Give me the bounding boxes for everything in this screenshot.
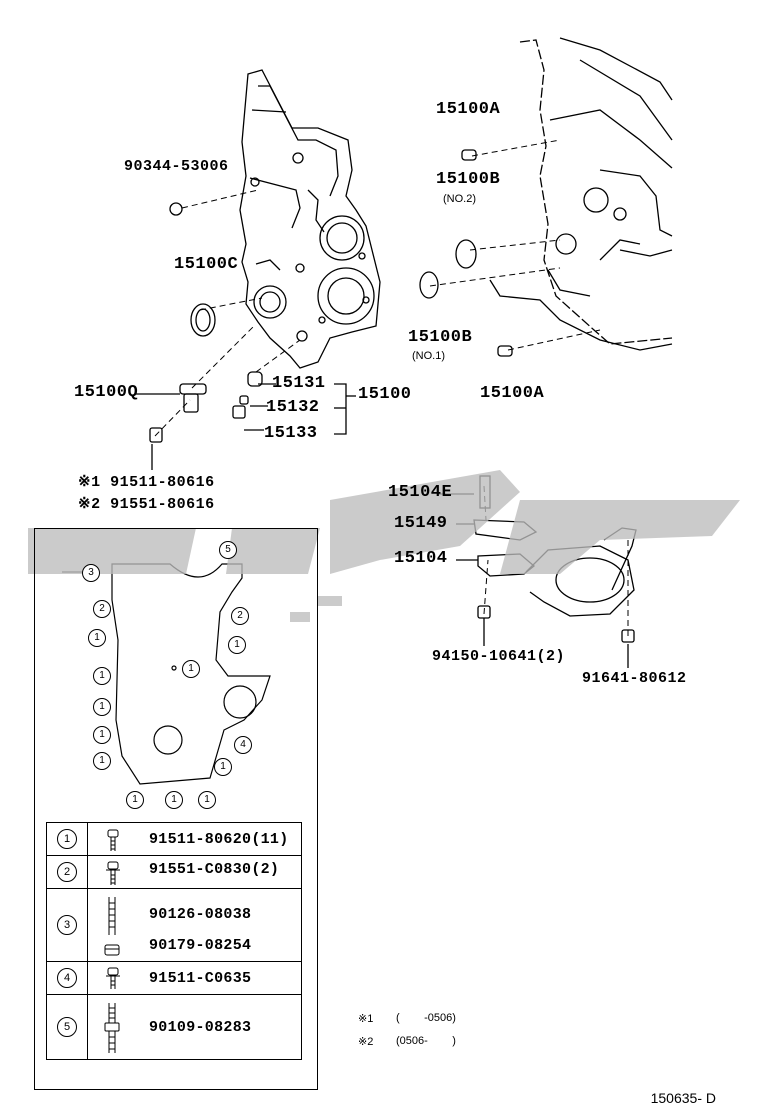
illustration-number: 150635- D	[650, 1090, 716, 1106]
legend-part-3a: 90126-08038	[149, 906, 252, 923]
label-15100b-top: 15100B	[436, 170, 501, 189]
bolt-icon	[106, 967, 120, 989]
label-15132: 15132	[266, 398, 320, 417]
callout-1-j: 1	[165, 791, 183, 809]
bolt-91511	[149, 427, 163, 443]
legend-key-5: 5	[57, 1017, 77, 1037]
label-bolt-1: ※1 91511-80616	[78, 474, 215, 491]
oil-control-valve	[179, 383, 207, 413]
callout-1-f: 1	[93, 726, 111, 744]
label-15100: 15100	[358, 385, 412, 404]
callout-2-right: 2	[231, 607, 249, 625]
stud-nut-icon	[104, 897, 120, 956]
legend-row-1: 1 91511-80620(11)	[46, 822, 302, 856]
cover-bolt-layout	[111, 563, 271, 785]
label-15131: 15131	[272, 374, 326, 393]
engine-block-drawing	[489, 37, 673, 351]
callout-1-d: 1	[93, 667, 111, 685]
label-15100a-bottom: 15100A	[480, 384, 545, 403]
part-15132	[239, 395, 249, 405]
legend-key-2: 2	[57, 862, 77, 882]
legend-row-2: 2 91551-C0830(2)	[46, 855, 302, 889]
plug-90344	[169, 202, 183, 216]
label-15104e: 15104E	[388, 483, 453, 502]
legend-part-3b: 90179-08254	[149, 937, 252, 954]
timing-cover-drawing	[239, 69, 381, 369]
label-bolt-2: ※2 91551-80616	[78, 496, 215, 513]
callout-1-h: 1	[214, 758, 232, 776]
label-91641: 91641-80612	[582, 670, 687, 687]
o-ring-no1	[419, 271, 439, 299]
legend-key-3: 3	[57, 915, 77, 935]
label-15100b-bottom-sub: (NO.1)	[412, 350, 445, 362]
legend-key-1: 1	[57, 829, 77, 849]
legend-part-5: 90109-08283	[149, 1019, 252, 1036]
callout-4: 4	[234, 736, 252, 754]
oil-seal	[190, 303, 216, 337]
watermark-shape	[28, 470, 740, 622]
label-90344: 90344-53006	[124, 158, 229, 175]
dowel-pin-top	[461, 149, 477, 161]
legend-row-3: 3 90126-08038 90179-08254	[46, 888, 302, 962]
dowel-pin-bottom	[497, 345, 513, 357]
part-15133	[232, 405, 246, 419]
note-1-mark: ※1	[358, 1013, 374, 1025]
callout-5: 5	[219, 541, 237, 559]
legend-key-4: 4	[57, 968, 77, 988]
callout-1-g: 1	[93, 752, 111, 770]
legend-row-5: 5 90109-08283	[46, 994, 302, 1060]
label-15100q: 15100Q	[74, 383, 139, 402]
label-15100a-top: 15100A	[436, 100, 501, 119]
callout-1-i: 1	[126, 791, 144, 809]
note-2-text: (0506- )	[396, 1035, 456, 1047]
callout-3: 3	[82, 564, 100, 582]
label-15104: 15104	[394, 549, 448, 568]
legend-part-1: 91511-80620(11)	[149, 831, 289, 848]
callout-1-k: 1	[198, 791, 216, 809]
label-15100b-top-sub: (NO.2)	[443, 193, 476, 205]
callout-1-b: 1	[228, 636, 246, 654]
note-1-text: ( -0506)	[396, 1012, 456, 1024]
legend-part-4: 91511-C0635	[149, 970, 252, 987]
legend-frame	[34, 528, 318, 1090]
bolt-icon	[107, 829, 119, 851]
flange-bolt-icon	[106, 861, 120, 885]
note-2-mark: ※2	[358, 1036, 374, 1048]
legend-part-2: 91551-C0830(2)	[149, 861, 280, 878]
callout-1-a: 1	[88, 629, 106, 647]
double-stud-icon	[104, 1003, 120, 1053]
part-15131	[247, 371, 263, 387]
callout-1-e: 1	[93, 698, 111, 716]
label-94150: 94150-10641(2)	[432, 648, 566, 665]
label-15100b-bottom: 15100B	[408, 328, 473, 347]
label-15149: 15149	[394, 514, 448, 533]
label-15133: 15133	[264, 424, 318, 443]
o-ring-no2	[455, 239, 477, 269]
callout-1-c: 1	[182, 660, 200, 678]
label-15100c: 15100C	[174, 255, 239, 274]
legend-row-4: 4 91511-C0635	[46, 961, 302, 995]
callout-2-left: 2	[93, 600, 111, 618]
